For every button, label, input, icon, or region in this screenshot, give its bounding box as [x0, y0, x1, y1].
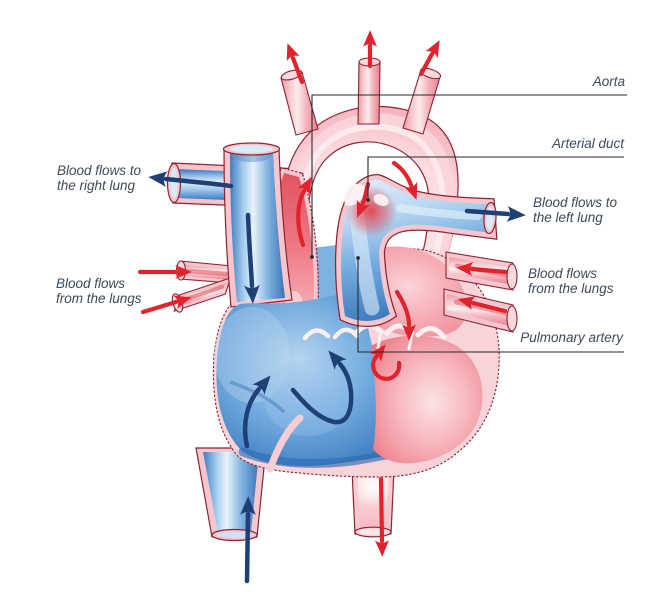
flow-arrow-to-left-lung — [464, 206, 526, 222]
label-blood-flows-from-lungs-left: Blood flows from the lungs — [56, 276, 142, 306]
deoxygenated-flow-arrows — [148, 171, 526, 584]
flow-arrow-branch-3 — [418, 40, 440, 77]
leader-lines — [310, 94, 627, 353]
label-blood-flows-from-lungs-right: Blood flows from the lungs — [528, 266, 614, 296]
label-pulmonary-artery-text: Pulmonary artery — [520, 330, 623, 345]
label-aorta: Aorta — [593, 74, 625, 89]
flow-arrow-ivc-up — [240, 496, 256, 584]
flow-arrow-right-vein-lower — [457, 296, 508, 314]
flow-arrow-descending-aorta — [374, 476, 390, 557]
flow-arrow-right-atrium — [242, 375, 271, 449]
left-pulmonary-veins — [171, 260, 233, 313]
leader-arterial-duct — [367, 156, 624, 200]
flow-arrow-branch-1 — [286, 43, 305, 85]
flow-arrow-duct-large — [391, 160, 418, 200]
flow-arrow-to-right-lung — [148, 171, 234, 189]
flow-arrow-mitral — [394, 289, 417, 341]
label-pulmonary-artery: Pulmonary artery — [520, 330, 623, 345]
label-line: from the lungs — [528, 281, 614, 296]
label-blood-flows-to-left-lung: Blood flows to the left lung — [533, 195, 617, 225]
leader-aorta — [311, 94, 627, 257]
label-arterial-duct: Arterial duct — [552, 136, 624, 151]
flow-arrow-ascending-aorta — [296, 177, 312, 248]
label-line: Blood flows to — [57, 163, 142, 178]
label-line: the right lung — [57, 178, 136, 193]
right-heart-chambers — [214, 293, 419, 473]
flow-arrow-left-vein-lower — [140, 295, 192, 315]
duct-valve-flap — [373, 193, 389, 207]
superior-vena-cava — [222, 142, 293, 308]
leader-pulmonary-artery — [357, 258, 624, 353]
flow-arrow-lv-curl — [369, 344, 402, 381]
flow-arrow-svc-down — [244, 212, 260, 304]
pulmonary-trunk — [335, 173, 498, 327]
label-line: the left lung — [533, 210, 603, 225]
label-arterial-duct-text: Arterial duct — [551, 136, 624, 151]
aortic-branch-2 — [357, 61, 381, 125]
flow-arrow-ventricle-hook — [290, 350, 354, 425]
label-blood-flows-to-right-lung: Blood flows to the right lung — [57, 163, 141, 193]
label-line: from the lungs — [56, 291, 142, 306]
flow-arrow-right-vein-upper — [456, 262, 509, 277]
label-line: Blood flows to — [533, 195, 618, 210]
label-line: Blood flows — [56, 276, 126, 291]
oxygenated-flow-arrows — [137, 30, 509, 557]
label-aorta-text: Aorta — [592, 74, 625, 89]
label-line: Blood flows — [528, 266, 598, 281]
